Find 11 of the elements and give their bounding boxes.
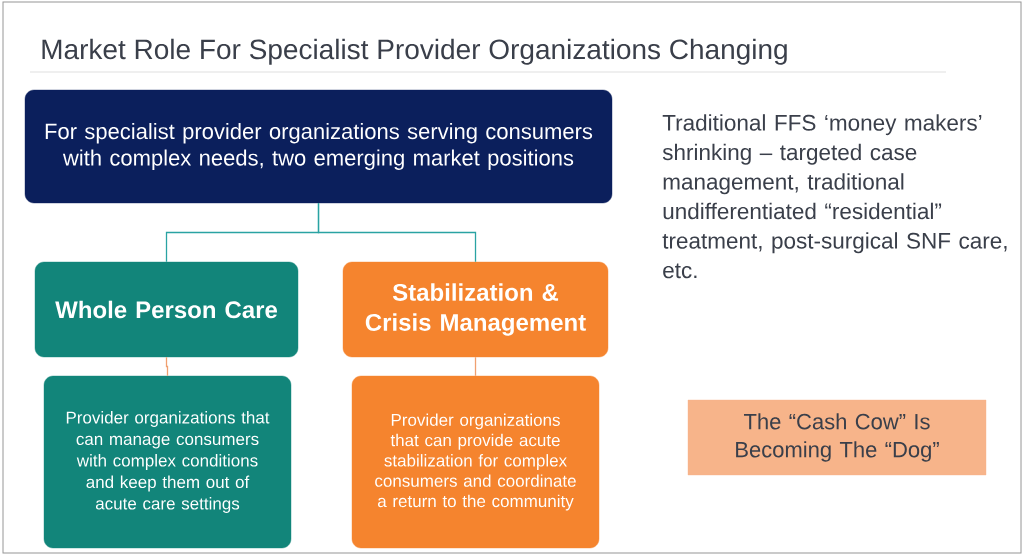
category-box: Whole Person Care [34,261,299,358]
category-box: Stabilization & Crisis Management [342,261,609,358]
connector-line [165,356,169,377]
connector-line [474,356,477,377]
slide-title: Market Role For Specialist Provider Organizations Changing [42,38,787,65]
heading-box: For specialist provider organizations serving consumers with complex needs, two emerging market positions [24,89,613,204]
callout-box: The “Cash Cow” Is Becoming The “Dog” [687,399,987,476]
connector-line [317,202,477,263]
description-box: Provider organizations that can provide acute stabilization for complex consumers and coordinate a return to the community [351,375,600,549]
note-text: Traditional FFS ‘money makers’ shrinking – targeted case management, traditional undifferentiated “residential” treatment, post-surgical SNF care, etc. [662,114,1007,279]
description-box: Provider organizations that can manage consumers with complex conditions and keep them out of acute care settings [43,375,292,549]
